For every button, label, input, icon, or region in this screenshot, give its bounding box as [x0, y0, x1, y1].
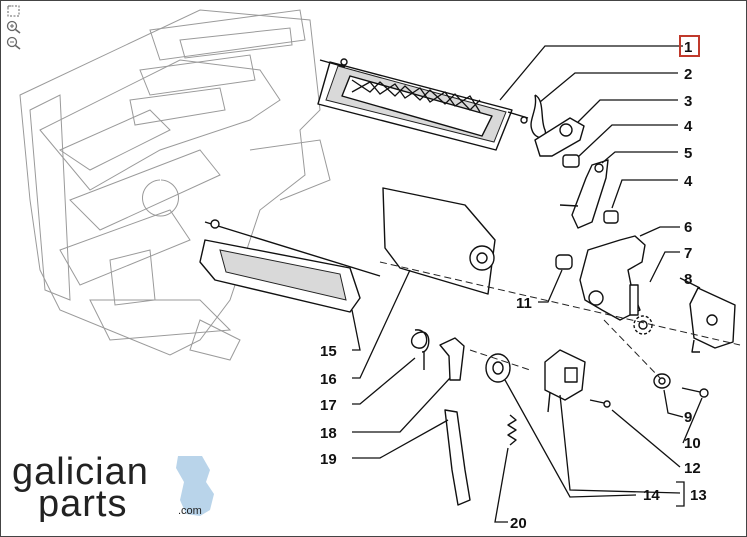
part-4-bushing: [562, 154, 619, 224]
callout-7[interactable]: 7: [684, 245, 692, 262]
galicianparts-logo: galician parts .com: [12, 452, 214, 522]
part-6-bracket: [579, 235, 646, 321]
zoom-toolbar: [6, 4, 24, 52]
part-12-screw: [589, 399, 611, 408]
callout-leaders: [351, 45, 703, 523]
part-11-roller: [555, 254, 573, 270]
callout-13[interactable]: 13: [690, 487, 707, 504]
part-7-gear: [633, 315, 653, 335]
callout-4b[interactable]: 4: [684, 173, 693, 190]
part-19-lever: [444, 409, 471, 506]
part-9-washer: [653, 373, 671, 389]
part-13-actuator: [544, 349, 586, 413]
callout-16[interactable]: 16: [320, 371, 337, 388]
part-15-lower-flap: [199, 219, 381, 313]
callout-19[interactable]: 19: [320, 451, 337, 468]
callout-14[interactable]: 14: [643, 487, 660, 504]
part-3-lever: [534, 117, 585, 157]
part-10-screw: [681, 387, 709, 398]
callout-20[interactable]: 20: [510, 515, 527, 532]
logo-map-shape: [176, 456, 214, 516]
callout-12[interactable]: 12: [684, 460, 701, 477]
selected-callout-box: [679, 35, 700, 57]
part-1-air-flap: [317, 58, 529, 151]
zoom-out-icon[interactable]: [6, 36, 22, 50]
part-8-motor: [689, 287, 736, 353]
callout-15[interactable]: 15: [320, 343, 337, 360]
fit-view-icon[interactable]: [6, 4, 22, 18]
callout-1[interactable]: 1: [684, 39, 692, 56]
callout-11[interactable]: 11: [516, 295, 532, 312]
part-5-crank: [559, 159, 609, 229]
logo-suffix: .com: [178, 505, 202, 517]
part-18-lever: [439, 337, 465, 381]
callout-9[interactable]: 9: [684, 409, 692, 426]
callout-4[interactable]: 4: [684, 118, 693, 135]
callout-8[interactable]: 8: [684, 271, 692, 288]
logo-line1: galician: [12, 452, 149, 493]
part-16-door: [382, 187, 496, 295]
callout-17[interactable]: 17: [320, 397, 337, 414]
heater-housing-ghost: [19, 9, 331, 361]
callout-5[interactable]: 5: [684, 145, 692, 162]
part-14-disc: [485, 353, 511, 383]
zoom-in-icon[interactable]: [6, 20, 22, 34]
callout-3[interactable]: 3: [684, 93, 692, 110]
callout-10[interactable]: 10: [684, 435, 701, 452]
callout-2[interactable]: 2: [684, 66, 692, 83]
logo-line2: parts: [38, 483, 127, 522]
callout-6[interactable]: 6: [684, 219, 692, 236]
callout-18[interactable]: 18: [320, 425, 337, 442]
part-17-spring: [411, 329, 430, 370]
part-20-spring: [507, 414, 517, 446]
part-2-clip: [530, 94, 547, 139]
